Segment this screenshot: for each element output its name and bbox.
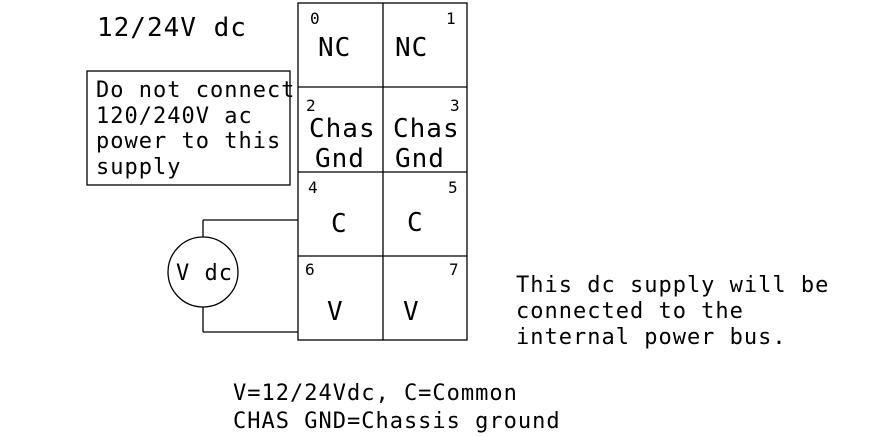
terminal-6: 6 V	[305, 260, 344, 327]
terminal-number: 2	[306, 96, 316, 115]
terminal-1: 1 NC	[395, 9, 456, 63]
terminal-label: C	[407, 208, 424, 238]
note-line: This dc supply will be	[516, 273, 829, 298]
terminal-label: C	[331, 209, 348, 239]
supply-title: 12/24V dc	[97, 13, 247, 43]
terminal-number: 1	[446, 9, 456, 28]
terminal-label: V	[403, 297, 420, 327]
terminal-number: 3	[450, 96, 460, 115]
terminal-3: 3 Chas Gnd	[393, 96, 460, 174]
terminal-number: 0	[310, 9, 320, 28]
legend-line: V=12/24Vdc, C=Common	[233, 381, 518, 406]
terminal-label: Chas	[393, 114, 460, 144]
voltmeter-symbol	[167, 236, 239, 308]
voltmeter-wiring: V dc	[167, 219, 298, 333]
terminal-label: Chas	[309, 114, 376, 144]
terminal-2: 2 Chas Gnd	[306, 96, 376, 174]
warning-line: power to this	[96, 129, 281, 154]
terminal-label: Gnd	[395, 144, 445, 174]
note-line: connected to the	[516, 299, 744, 324]
terminal-number: 6	[305, 260, 315, 279]
terminal-5: 5 C	[407, 178, 458, 238]
warning-box: Do not connect 120/240V ac power to this…	[86, 70, 295, 186]
legend-line: CHAS GND=Chassis ground	[233, 409, 561, 434]
bus-note: This dc supply will be connected to the …	[516, 273, 829, 350]
terminal-4: 4 C	[308, 178, 348, 239]
legend: V=12/24Vdc, C=Common CHAS GND=Chassis gr…	[233, 381, 561, 434]
terminal-label: Gnd	[315, 144, 365, 174]
warning-line: supply	[96, 155, 181, 180]
terminal-label: V	[327, 297, 344, 327]
terminal-label: NC	[395, 33, 428, 63]
voltmeter-label: V dc	[176, 261, 233, 286]
terminal-7: 7 V	[403, 260, 459, 327]
terminal-number: 4	[308, 178, 318, 197]
warning-line: Do not connect	[96, 78, 295, 103]
warning-line: 120/240V ac	[96, 104, 253, 129]
terminal-number: 5	[448, 178, 458, 197]
terminal-label: NC	[318, 33, 351, 63]
terminal-0: 0 NC	[310, 9, 351, 63]
terminal-number: 7	[449, 260, 459, 279]
terminal-block: 0 NC 1 NC 2 Chas Gnd 3 Chas Gnd 4 C 5 C	[297, 2, 468, 341]
note-line: internal power bus.	[516, 325, 787, 350]
